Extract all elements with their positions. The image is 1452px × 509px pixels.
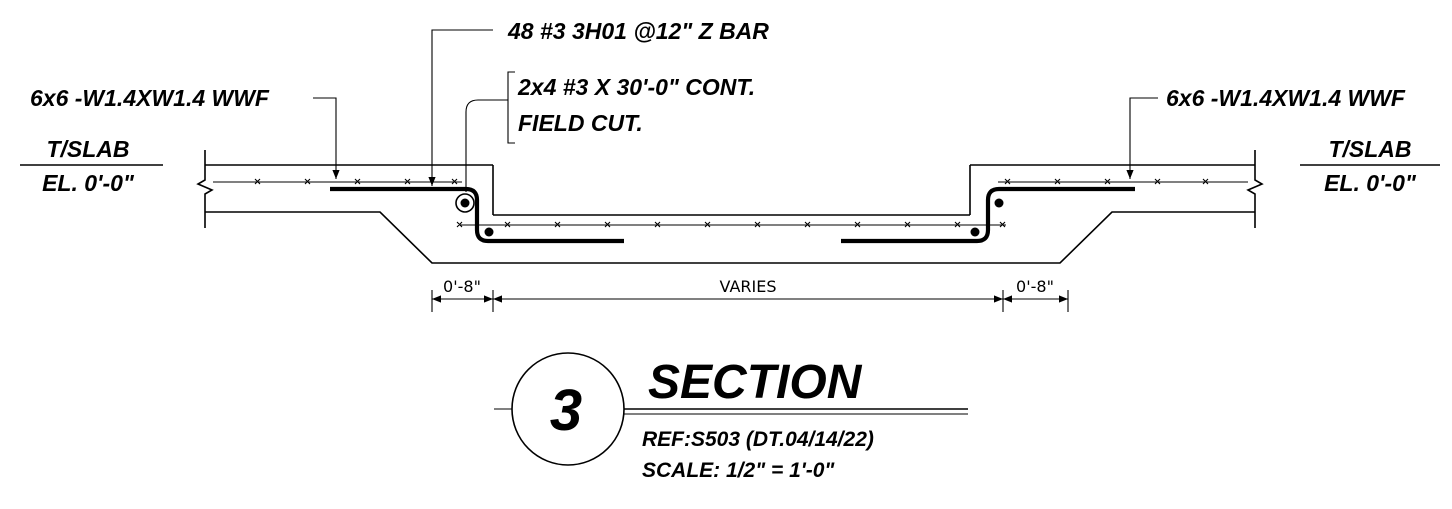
section-number: 3 — [550, 378, 582, 443]
wwf-callout-right: 6x6 -W1.4XW1.4 WWF — [1166, 85, 1406, 111]
section-reference: REF:S503 (DT.04/14/22) — [642, 428, 874, 451]
zbar-callout: 48 #3 3H01 @12" Z BAR — [507, 18, 769, 44]
dimension-middle: VARIES — [720, 277, 777, 296]
section-scale: SCALE: 1/2" = 1'-0" — [642, 459, 835, 482]
wwf-mesh-line — [213, 178, 1248, 228]
elevation-right-top: T/SLAB — [1328, 136, 1411, 162]
mesh-x-marks — [254, 178, 1209, 228]
elevation-tag-left: T/SLAB EL. 0'-0" — [20, 136, 163, 196]
cont-bar-callout-line1: 2x4 #3 X 30'-0" CONT. — [517, 74, 755, 100]
leaders — [313, 29, 1158, 192]
rebar-dots — [455, 193, 1004, 237]
elevation-tag-right: T/SLAB EL. 0'-0" — [1300, 136, 1440, 196]
elevation-right-bottom: EL. 0'-0" — [1324, 170, 1417, 196]
section-title: SECTION — [648, 356, 863, 409]
elevation-left-top: T/SLAB — [46, 136, 129, 162]
dimension-string: 0'-8" VARIES 0'-8" — [431, 277, 1069, 312]
z-bar-right — [841, 186, 1135, 244]
z-bar-left — [330, 186, 624, 244]
wwf-callout-left: 6x6 -W1.4XW1.4 WWF — [30, 85, 270, 111]
dimension-left: 0'-8" — [443, 277, 481, 296]
dimension-right: 0'-8" — [1016, 277, 1054, 296]
cont-bar-callout-line2: FIELD CUT. — [518, 110, 643, 136]
slab-outline — [196, 150, 1264, 264]
section-tag: 3 SECTION REF:S503 (DT.04/14/22) SCALE: … — [494, 352, 968, 482]
elevation-left-bottom: EL. 0'-0" — [42, 170, 135, 196]
